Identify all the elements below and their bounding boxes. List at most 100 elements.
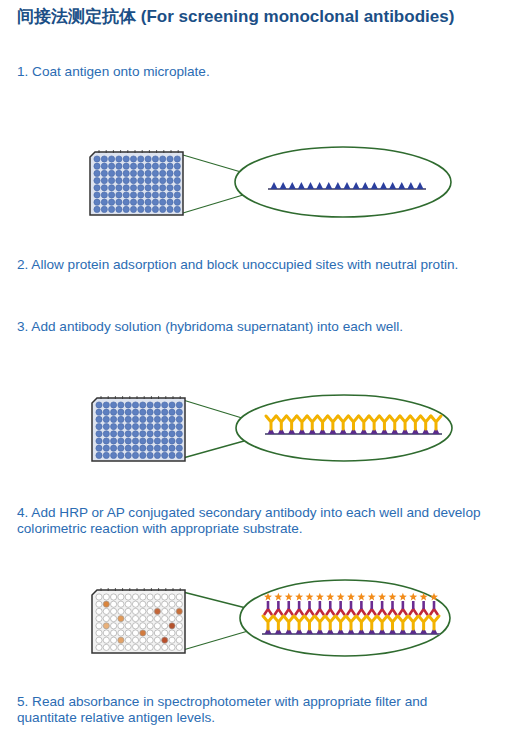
plate-well (160, 178, 166, 184)
plate-well (109, 163, 115, 169)
plate-well (174, 163, 180, 169)
plate-well (138, 199, 144, 205)
leader-line (183, 631, 248, 650)
plate-well (160, 185, 166, 191)
plate-well (138, 192, 144, 198)
plate-well (145, 199, 151, 205)
plate-well (176, 630, 182, 636)
antigen-symbol (280, 182, 287, 189)
plate-well (96, 637, 102, 643)
plate-well (132, 438, 138, 444)
plate-well (154, 601, 160, 607)
antibody-symbol (421, 416, 431, 429)
plate-well (176, 616, 182, 622)
leader-line (183, 441, 244, 458)
plate-well (111, 452, 117, 458)
plate-well (140, 424, 146, 430)
antibody-symbol (390, 416, 400, 429)
plate-well (96, 424, 102, 430)
plate-well (118, 608, 124, 614)
plate-well (147, 608, 153, 614)
plate-well (132, 616, 138, 622)
plate-well (111, 601, 117, 607)
plate-well (103, 402, 109, 408)
plate-well (176, 416, 182, 422)
secondary-antibody-symbol (267, 601, 270, 609)
antibody-symbol (379, 416, 389, 429)
antibody-symbol (287, 416, 297, 429)
plate-well (176, 594, 182, 600)
plate-well (94, 163, 100, 169)
enzyme-star (347, 593, 355, 601)
step-text: 4. Add HRP or AP conjugated secondary an… (17, 505, 522, 537)
antigen-symbol (407, 182, 414, 189)
plate-well (145, 185, 151, 191)
plate-well (138, 163, 144, 169)
plate-well (162, 445, 168, 451)
antigen-symbol (316, 182, 323, 189)
antibody-symbol (400, 416, 410, 429)
plate-well (162, 452, 168, 458)
plate-tick (149, 150, 150, 153)
plate-well (154, 409, 160, 415)
plate-well (147, 644, 153, 650)
antibody-symbol (315, 616, 325, 629)
plate-well (154, 424, 160, 430)
plate-well (125, 644, 131, 650)
plate-well (103, 409, 109, 415)
secondary-antibody-symbol (277, 601, 280, 609)
plate-tick (115, 588, 116, 591)
plate-well (176, 402, 182, 408)
plate-well (109, 206, 115, 212)
plate-well (116, 156, 122, 162)
plate-well (96, 623, 102, 629)
page-title: 间接法测定抗体 (For screening monoclonal antibo… (17, 6, 454, 28)
plate-well (125, 445, 131, 451)
plate-well (154, 616, 160, 622)
plate-well (154, 608, 160, 614)
plate-well (154, 644, 160, 650)
secondary-antibody-symbol (368, 609, 376, 615)
plate-well (130, 192, 136, 198)
plate-tick (171, 150, 172, 153)
antigen-symbol (417, 182, 424, 189)
plate-well (145, 156, 151, 162)
plate-tick (180, 396, 181, 399)
plate-well (147, 623, 153, 629)
plate-tick (142, 150, 143, 153)
plate-well (96, 452, 102, 458)
plate-tick (158, 396, 159, 399)
plate-well (174, 192, 180, 198)
antibody-symbol (336, 616, 346, 629)
plate-well (176, 623, 182, 629)
plate-well (111, 616, 117, 622)
antigen-symbol (353, 182, 360, 189)
plate-well (103, 431, 109, 437)
plate-well (167, 185, 173, 191)
plate-well (96, 445, 102, 451)
antigen-symbol (289, 182, 296, 189)
plate-well (162, 431, 168, 437)
plate-tick (108, 588, 109, 591)
plate-well (169, 608, 175, 614)
secondary-antibody-symbol (339, 601, 342, 609)
secondary-antibody-symbol (319, 601, 322, 609)
plate-well (101, 156, 107, 162)
plate-well (125, 637, 131, 643)
plate-well (132, 416, 138, 422)
plate-well (118, 623, 124, 629)
plate-well (140, 431, 146, 437)
plate-well (96, 416, 102, 422)
plate-tick (129, 588, 130, 591)
secondary-antibody-symbol (295, 609, 303, 615)
plate-well (109, 156, 115, 162)
secondary-antibody-symbol (264, 609, 272, 615)
secondary-antibody-symbol (381, 601, 384, 609)
plate-well (103, 623, 109, 629)
plate-well (109, 170, 115, 176)
plate-well (176, 452, 182, 458)
step-text: 3. Add antibody solution (hybridoma supe… (17, 319, 517, 335)
enzyme-star (274, 593, 282, 601)
antibody-symbol (297, 416, 307, 429)
